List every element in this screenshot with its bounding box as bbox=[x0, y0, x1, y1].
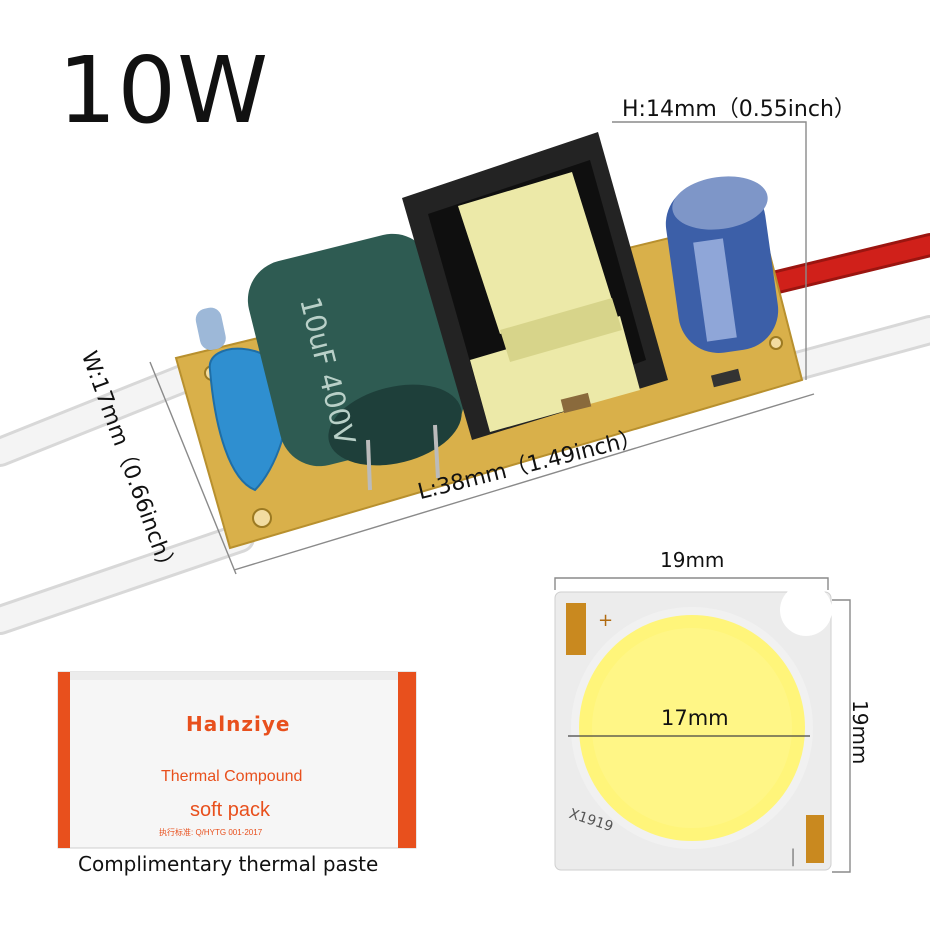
cob-led-chip: + | bbox=[554, 584, 832, 871]
cob-height-label: 19mm bbox=[848, 700, 872, 765]
cob-width-label: 19mm bbox=[660, 548, 725, 572]
pack-product-name: Thermal Compound bbox=[161, 768, 303, 785]
thermal-paste-pack bbox=[57, 671, 417, 849]
svg-text:|: | bbox=[790, 846, 796, 867]
white-wire-upper-left bbox=[0, 357, 215, 467]
driver-height-label: H:14mm（0.55inch） bbox=[622, 97, 856, 122]
pack-brand-logo: Halnziye bbox=[186, 712, 291, 736]
pack-type: soft pack bbox=[190, 799, 271, 821]
green-electrolytic-capacitor: 10uF 400V bbox=[247, 233, 465, 467]
blue-electrolytic-capacitor bbox=[665, 176, 779, 353]
wattage-title: 10W bbox=[58, 37, 270, 144]
cob-diameter-label: 17mm bbox=[661, 706, 729, 730]
thermal-paste-caption: Complimentary thermal paste bbox=[78, 852, 379, 876]
dimension-lines bbox=[149, 121, 851, 873]
transformer bbox=[402, 132, 668, 440]
pack-standard: 执行标准: Q/HYTG 001-2017 bbox=[159, 828, 263, 837]
svg-text:+: + bbox=[598, 610, 613, 631]
white-wire-lower-left bbox=[0, 523, 255, 635]
resistor bbox=[195, 307, 226, 351]
red-wire bbox=[753, 233, 930, 297]
white-wire-right bbox=[775, 315, 930, 383]
